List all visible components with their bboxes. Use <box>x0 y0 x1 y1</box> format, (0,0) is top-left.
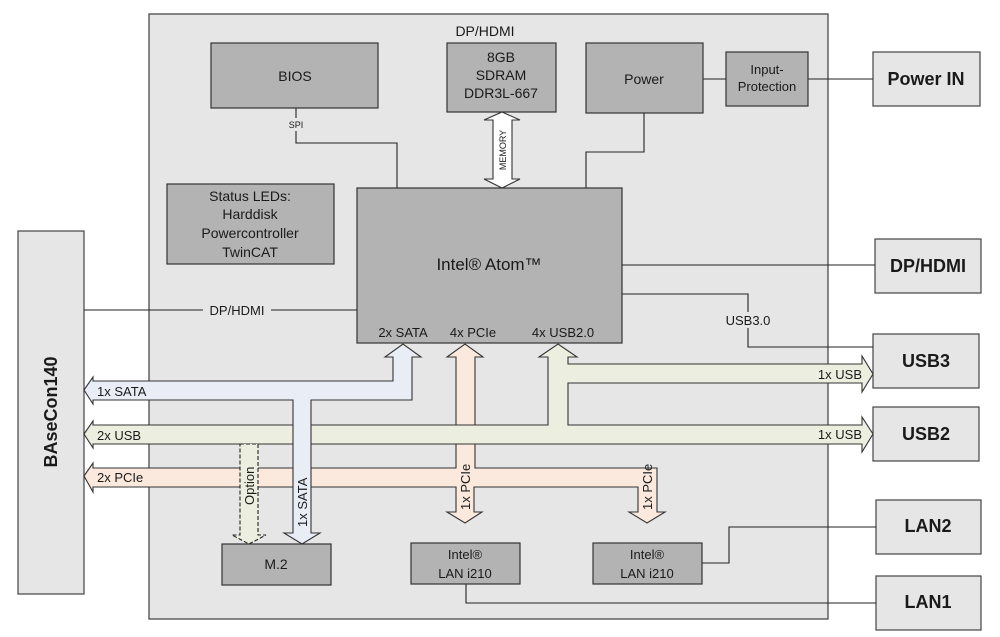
pcie-lan-b-label: 1x PCIe <box>640 464 655 510</box>
wire-power-cpu <box>585 113 645 188</box>
block-status-leds: Status LEDs: Harddisk Powercontroller Tw… <box>166 183 335 265</box>
connector-usb2-label: USB2 <box>902 424 950 444</box>
block-bios: BIOS <box>210 42 379 109</box>
bus-usb: 2x USB 1x USB 1x USB <box>83 343 874 454</box>
wire-lan1 <box>465 583 876 604</box>
status-leds-line: TwinCAT <box>222 244 278 260</box>
block-ram-line: 8GB <box>487 49 515 65</box>
status-leds-line: Harddisk <box>222 206 278 222</box>
sata-m2-label: 1x SATA <box>295 477 310 527</box>
dp-hdmi-left-label: DP/HDMI <box>210 303 265 318</box>
usb-left-label: 2x USB <box>97 428 141 443</box>
connector-lan1: LAN1 <box>875 575 982 631</box>
block-ram-line: DDR3L-667 <box>464 85 538 101</box>
bus-pcie: 2x PCIe 1x PCIe 1x PCIe <box>83 343 667 524</box>
cpu-port-sata: 2x SATA <box>378 325 428 340</box>
usb30-label: USB3.0 <box>726 313 771 328</box>
cpu-port-usb: 4x USB2.0 <box>532 325 594 340</box>
wire-lan2 <box>702 526 876 564</box>
connector-power-in-label: Power IN <box>887 69 964 89</box>
connector-usb2: USB2 <box>872 406 980 462</box>
pcie-lan-a-label: 1x PCIe <box>458 464 473 510</box>
connector-lan2-label: LAN2 <box>904 516 951 536</box>
connector-basecon140 <box>17 230 85 595</box>
bus-sata: 1x SATA 1x SATA <box>83 343 423 545</box>
status-leds-line: Status LEDs: <box>209 188 291 204</box>
cpu-label: Intel® Atom™ <box>436 255 541 274</box>
connector-power-in: Power IN <box>872 51 981 107</box>
memory-bus-label: MEMORY <box>498 130 508 170</box>
usb30-label-bg <box>720 312 776 328</box>
connector-usb3-label: USB3 <box>902 351 950 371</box>
connector-dp-hdmi-label: DP/HDMI <box>890 256 966 276</box>
block-power: Power <box>585 42 704 114</box>
bus-option: Option <box>231 443 267 545</box>
usb-to-usb3-label: 1x USB <box>818 367 862 382</box>
connector-usb3: USB3 <box>872 333 980 389</box>
block-ram-line: SDRAM <box>476 67 527 83</box>
connector-basecon140-label: BAseCon140 <box>41 356 61 467</box>
dp-hdmi-left-label-bg <box>203 302 271 318</box>
link-spi-label: SPI <box>289 120 304 130</box>
block-ram: 8GB SDRAM DDR3L-667 <box>446 42 557 113</box>
option-label: Option <box>242 467 257 505</box>
sata-left-label: 1x SATA <box>97 384 147 399</box>
pcie-left-label: 2x PCIe <box>97 470 143 485</box>
spi-label-bg <box>283 118 309 131</box>
block-input-protection-line: Input- <box>750 62 783 77</box>
lan-a-line: LAN i210 <box>438 566 491 581</box>
block-input-protection: Input- Protection <box>725 51 809 107</box>
block-bios-label: BIOS <box>278 68 311 84</box>
ram-top-label: DP/HDMI <box>455 23 514 39</box>
status-leds-line: Powercontroller <box>201 225 299 241</box>
cpu-port-pcie: 4x PCIe <box>450 325 496 340</box>
block-input-protection-line: Protection <box>738 79 797 94</box>
bus-memory: MEMORY <box>483 111 521 189</box>
connector-lan2: LAN2 <box>875 499 982 555</box>
connector-dp-hdmi: DP/HDMI <box>874 238 982 294</box>
usb-to-usb2-label: 1x USB <box>818 427 862 442</box>
lan-b-line: LAN i210 <box>620 566 673 581</box>
lan-a-line: Intel® <box>448 547 483 562</box>
block-m2: M.2 <box>221 543 332 586</box>
block-power-label: Power <box>624 71 664 87</box>
lan-b-line: Intel® <box>630 547 665 562</box>
block-cpu: Intel® Atom™ 2x SATA 4x PCIe 4x USB2.0 <box>356 187 623 344</box>
m2-label: M.2 <box>264 556 288 572</box>
block-lan-a: Intel® LAN i210 <box>410 542 521 585</box>
block-lan-b: Intel® LAN i210 <box>592 542 703 585</box>
connector-lan1-label: LAN1 <box>904 592 951 612</box>
